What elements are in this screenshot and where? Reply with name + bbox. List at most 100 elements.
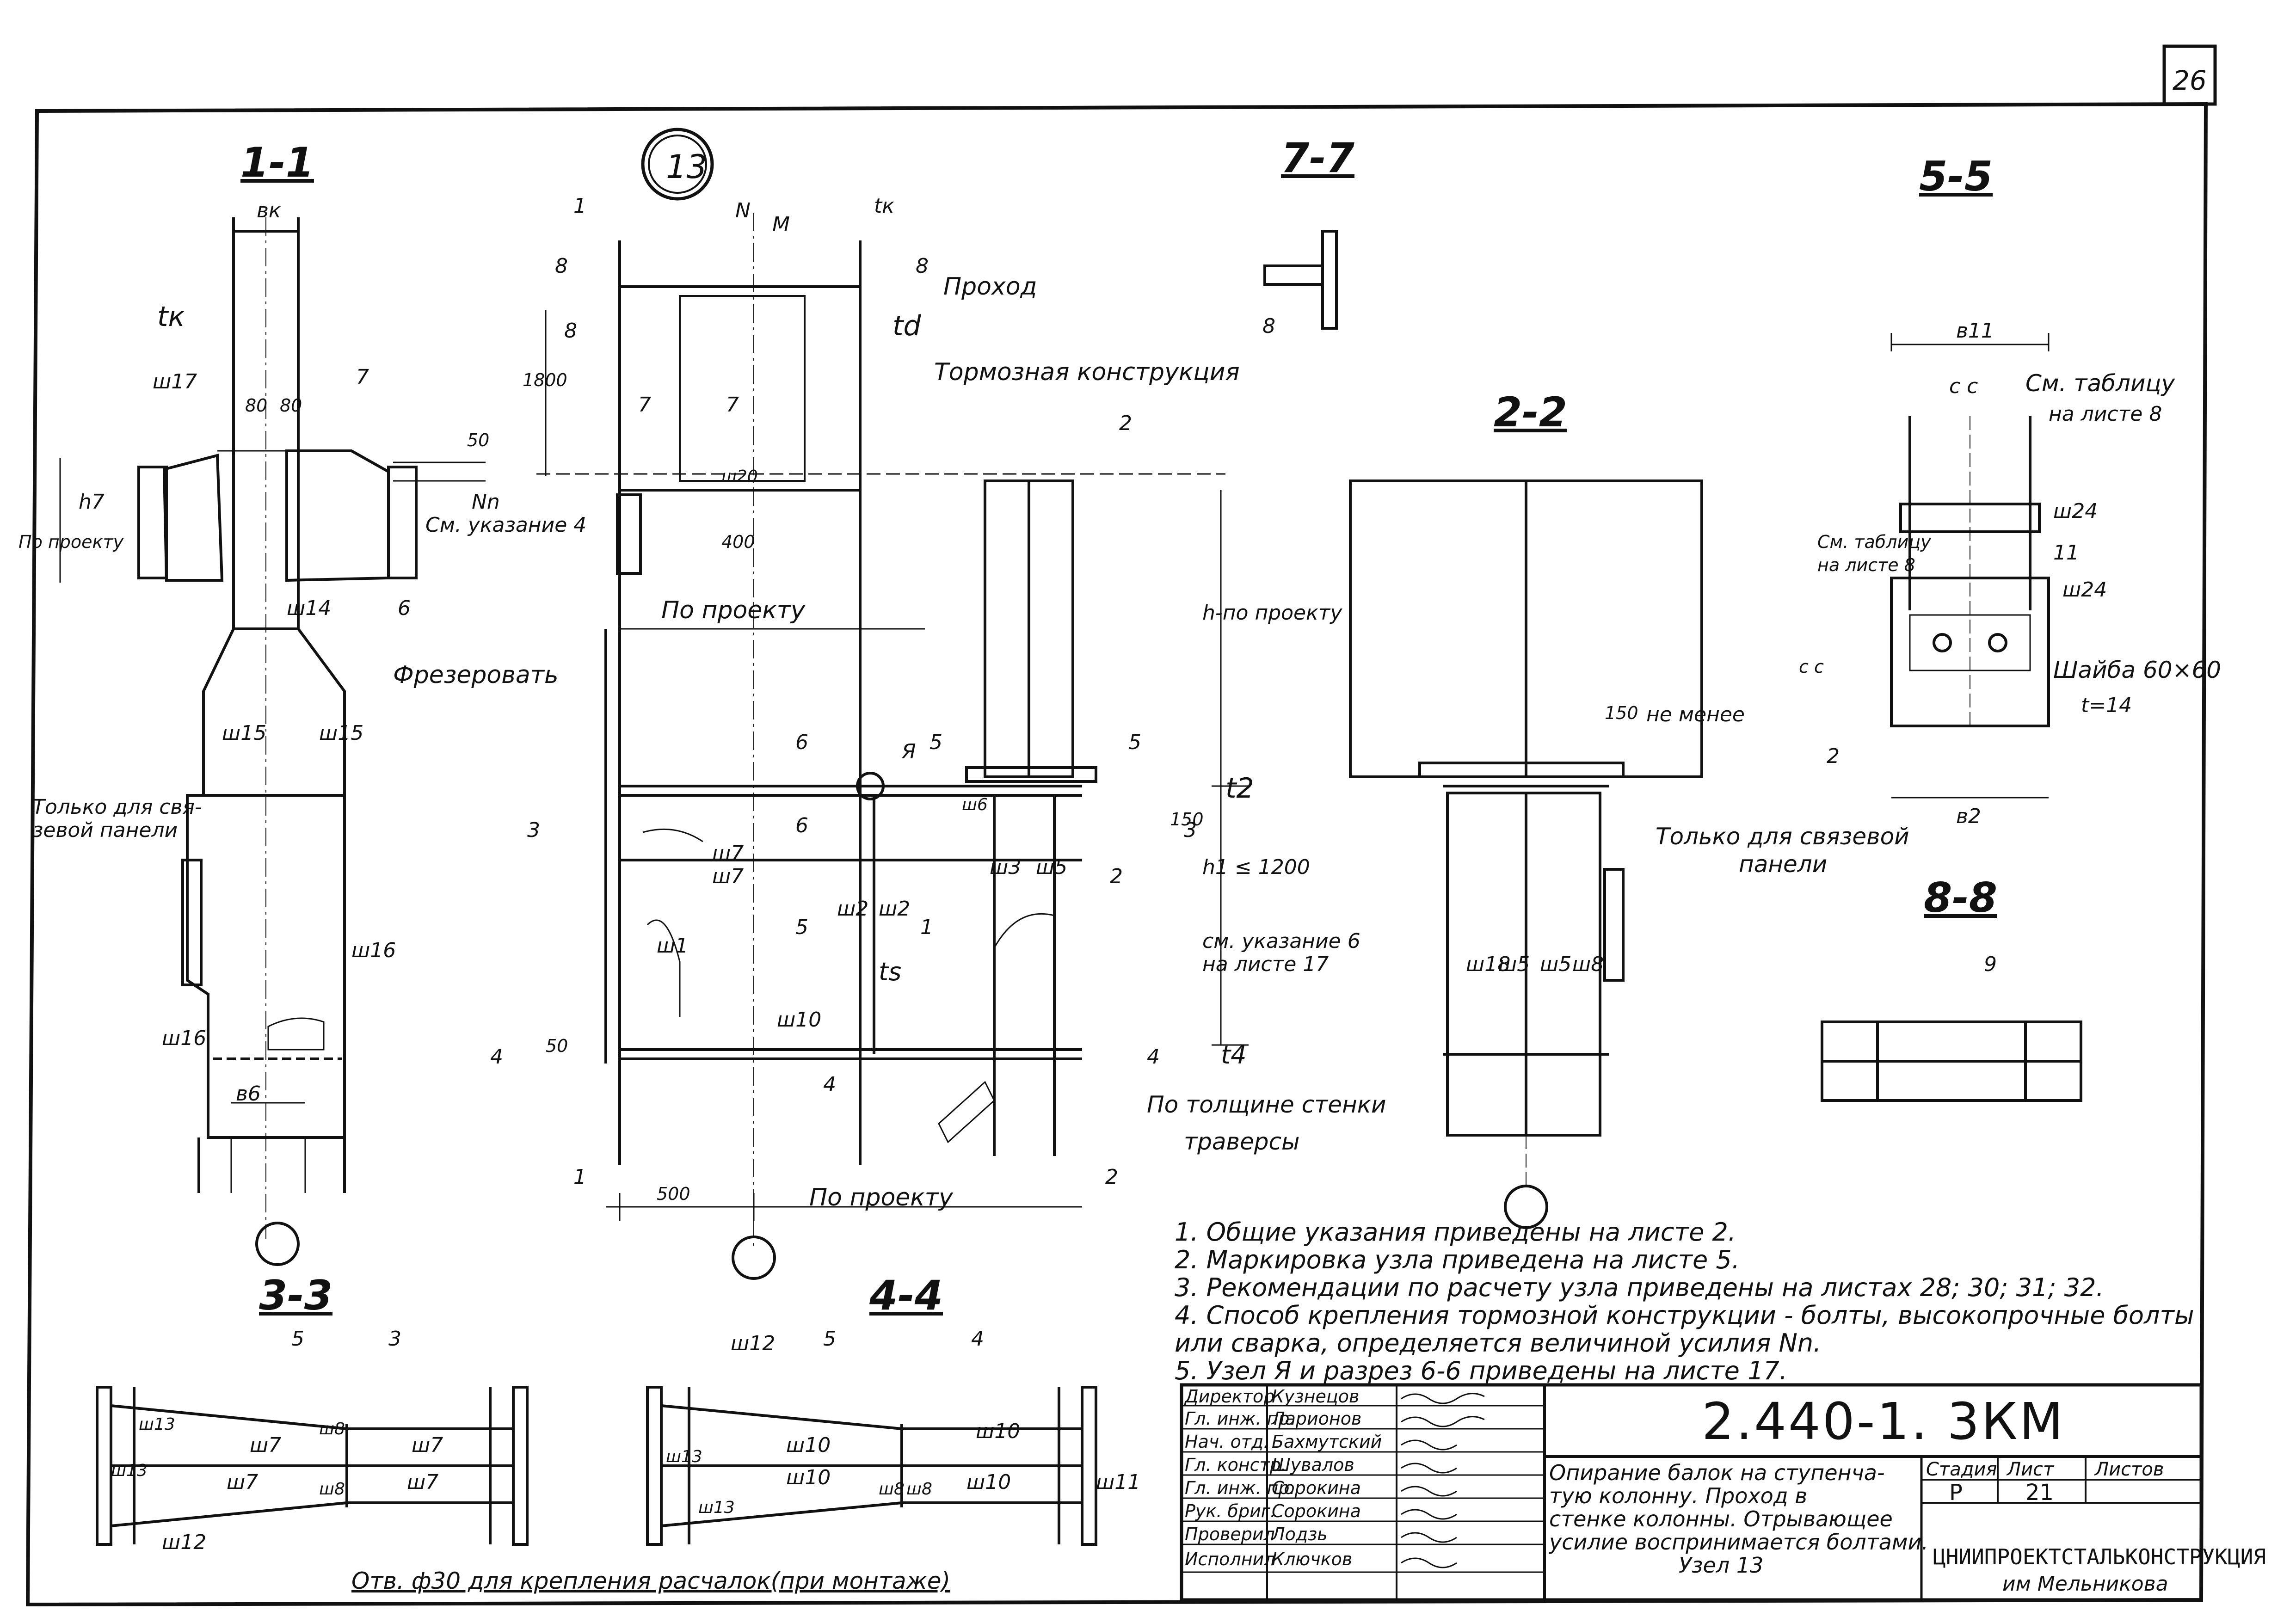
label-t2: t2 [1225, 772, 1254, 805]
label-sh8c: ш8 [879, 1480, 905, 1499]
tb-sheets-label: Листов [2095, 1459, 2164, 1480]
label-sh7e: ш7 [227, 1470, 259, 1494]
label-sh7c: ш7 [250, 1433, 282, 1457]
label-8b: 8 [916, 254, 929, 278]
label-sh7b: ш7 [712, 865, 744, 888]
label-only-tie2: зевой панели [32, 818, 178, 842]
label-sh5: ш5 [1036, 855, 1068, 879]
label-see-table-v: См. таблицу [1817, 532, 1931, 552]
label-h1: h1 ≤ 1200 [1202, 855, 1310, 879]
label-sh24a: ш24 [2053, 499, 2098, 523]
label-sh17: ш17 [153, 370, 197, 393]
label-t4: t4 [1221, 1040, 1247, 1070]
tb-name-7: Лодзь [1272, 1524, 1328, 1544]
tb-name-5: Сорокина [1272, 1478, 1361, 1498]
tb-name-2: Ларионов [1272, 1408, 1362, 1429]
label-sh13a: ш13 [139, 1415, 175, 1434]
note-5: 5. Узел Я и разрез 6-6 приведены на лист… [1175, 1356, 1787, 1385]
label-po-proektu-b: По проекту [809, 1184, 953, 1211]
label-ne-menee: не менее [1646, 703, 1745, 726]
label-sh2a: ш2 [837, 897, 869, 921]
label-sh16a: ш16 [351, 939, 396, 962]
label-see-table: См. таблицу [2025, 370, 2175, 397]
label-sh12b: ш12 [731, 1332, 776, 1355]
label-td: td [893, 310, 921, 342]
label-6a: 6 [795, 731, 808, 754]
label-otv: Отв. ф30 для крепления расчалок(при монт… [351, 1568, 950, 1594]
label-6: 6 [398, 596, 411, 620]
label-nn: Nn [472, 490, 500, 514]
title-block-grid [1180, 1383, 2203, 1602]
label-see4: См. указание 4 [425, 513, 587, 537]
note-3: 3. Рекомендации по расчету узла приведен… [1175, 1273, 2104, 1302]
label-1b: 1 [573, 1165, 586, 1189]
section-5-5-drawing [1890, 333, 2050, 799]
label-sh10c: ш10 [786, 1466, 831, 1489]
tb-name-6: Сорокина [1272, 1501, 1361, 1521]
tb-role-5: Гл. инж. пр. [1185, 1478, 1295, 1498]
label-sh5b: ш5 [1498, 953, 1530, 976]
label-traversy: траверсы [1184, 1128, 1300, 1155]
signature-marks [1401, 1393, 1485, 1568]
organization-name: ЦНИИПРОЕКТСТАЛЬКОНСТРУКЦИЯ [1933, 1544, 2266, 1569]
label-1c: 1 [920, 916, 933, 939]
section-title-2-2: 2-2 [1494, 388, 1567, 436]
note-1: 1. Общие указания приведены на листе 2. [1175, 1217, 1736, 1247]
label-t14: t=14 [2081, 694, 2132, 717]
label-sh8b: ш8 [319, 1480, 345, 1499]
label-4d: 4 [971, 1327, 984, 1351]
label-5a: 5 [929, 731, 942, 754]
label-4c: 4 [1147, 1045, 1160, 1069]
section-7-7-drawing [1263, 230, 1338, 330]
label-2a: 2 [1110, 865, 1123, 888]
label-bk: вк [257, 199, 281, 222]
label-11: 11 [2053, 541, 2079, 565]
label-sh1: ш1 [657, 934, 689, 958]
tb-role-4: Гл. констр. [1185, 1455, 1286, 1475]
label-A: Я [902, 740, 916, 763]
label-5c: 5 [795, 916, 808, 939]
label-na-liste8: на листе 8 [2049, 402, 2162, 426]
label-sh2b: ш2 [879, 897, 911, 921]
tb-name-3: Бахмутский [1272, 1432, 1382, 1452]
label-8-77: 8 [1262, 314, 1275, 338]
tb-role-1: Директор [1185, 1386, 1275, 1407]
note-2: 2. Маркировка узла приведена на листе 5. [1175, 1245, 1740, 1274]
tb-stage-value: Р [1949, 1480, 1963, 1506]
tb-stage-label: Стадия [1926, 1459, 1997, 1480]
section-1-1-drawing [59, 217, 486, 1266]
tb-role-7: Проверил [1185, 1524, 1275, 1544]
label-sh16b: ш16 [162, 1027, 207, 1050]
label-400: 400 [721, 532, 755, 552]
label-cc: c c [1949, 375, 1978, 398]
label-sh7a: ш7 [712, 842, 744, 865]
title-line-1: Опирание балок на ступенча- [1549, 1460, 1885, 1485]
tb-sheet-label: Лист [2007, 1459, 2054, 1480]
label-150: 150 [1170, 809, 1204, 830]
label-80a: 80 [245, 395, 268, 416]
label-sh10a: ш10 [786, 1433, 831, 1457]
title-line-4: усилие воспринимается болтами. [1549, 1530, 1929, 1555]
label-sh13c: ш13 [666, 1447, 702, 1466]
section-2-2-drawing [1349, 480, 1703, 1229]
label-sh7f: ш7 [407, 1470, 439, 1494]
tb-role-3: Нач. отд. [1185, 1432, 1269, 1452]
tb-role-2: Гл. инж. пр. [1185, 1408, 1295, 1429]
label-sh8a: ш8 [319, 1420, 345, 1439]
label-9: 9 [1984, 953, 1997, 976]
label-1a: 1 [573, 194, 586, 218]
label-sh10d: ш10 [966, 1470, 1011, 1494]
tb-name-1: Кузнецов [1272, 1386, 1360, 1407]
label-50b: 50 [546, 1036, 568, 1056]
general-notes: 1. Общие указания приведены на листе 2. … [1175, 1218, 2194, 1385]
main-elevation-drawing [536, 213, 1249, 1280]
note-4: 4. Способ крепления тормозной конструкци… [1175, 1301, 2194, 1330]
title-line-5: Узел 13 [1679, 1553, 1764, 1578]
label-7b: 7 [726, 393, 739, 417]
section-4-4-drawing [646, 1386, 1097, 1546]
label-sh20: ш20 [721, 467, 758, 486]
title-line-2: тую колонну. Проход в [1549, 1483, 1808, 1508]
label-b6: в6 [236, 1082, 261, 1106]
node-13-circle [641, 128, 714, 201]
